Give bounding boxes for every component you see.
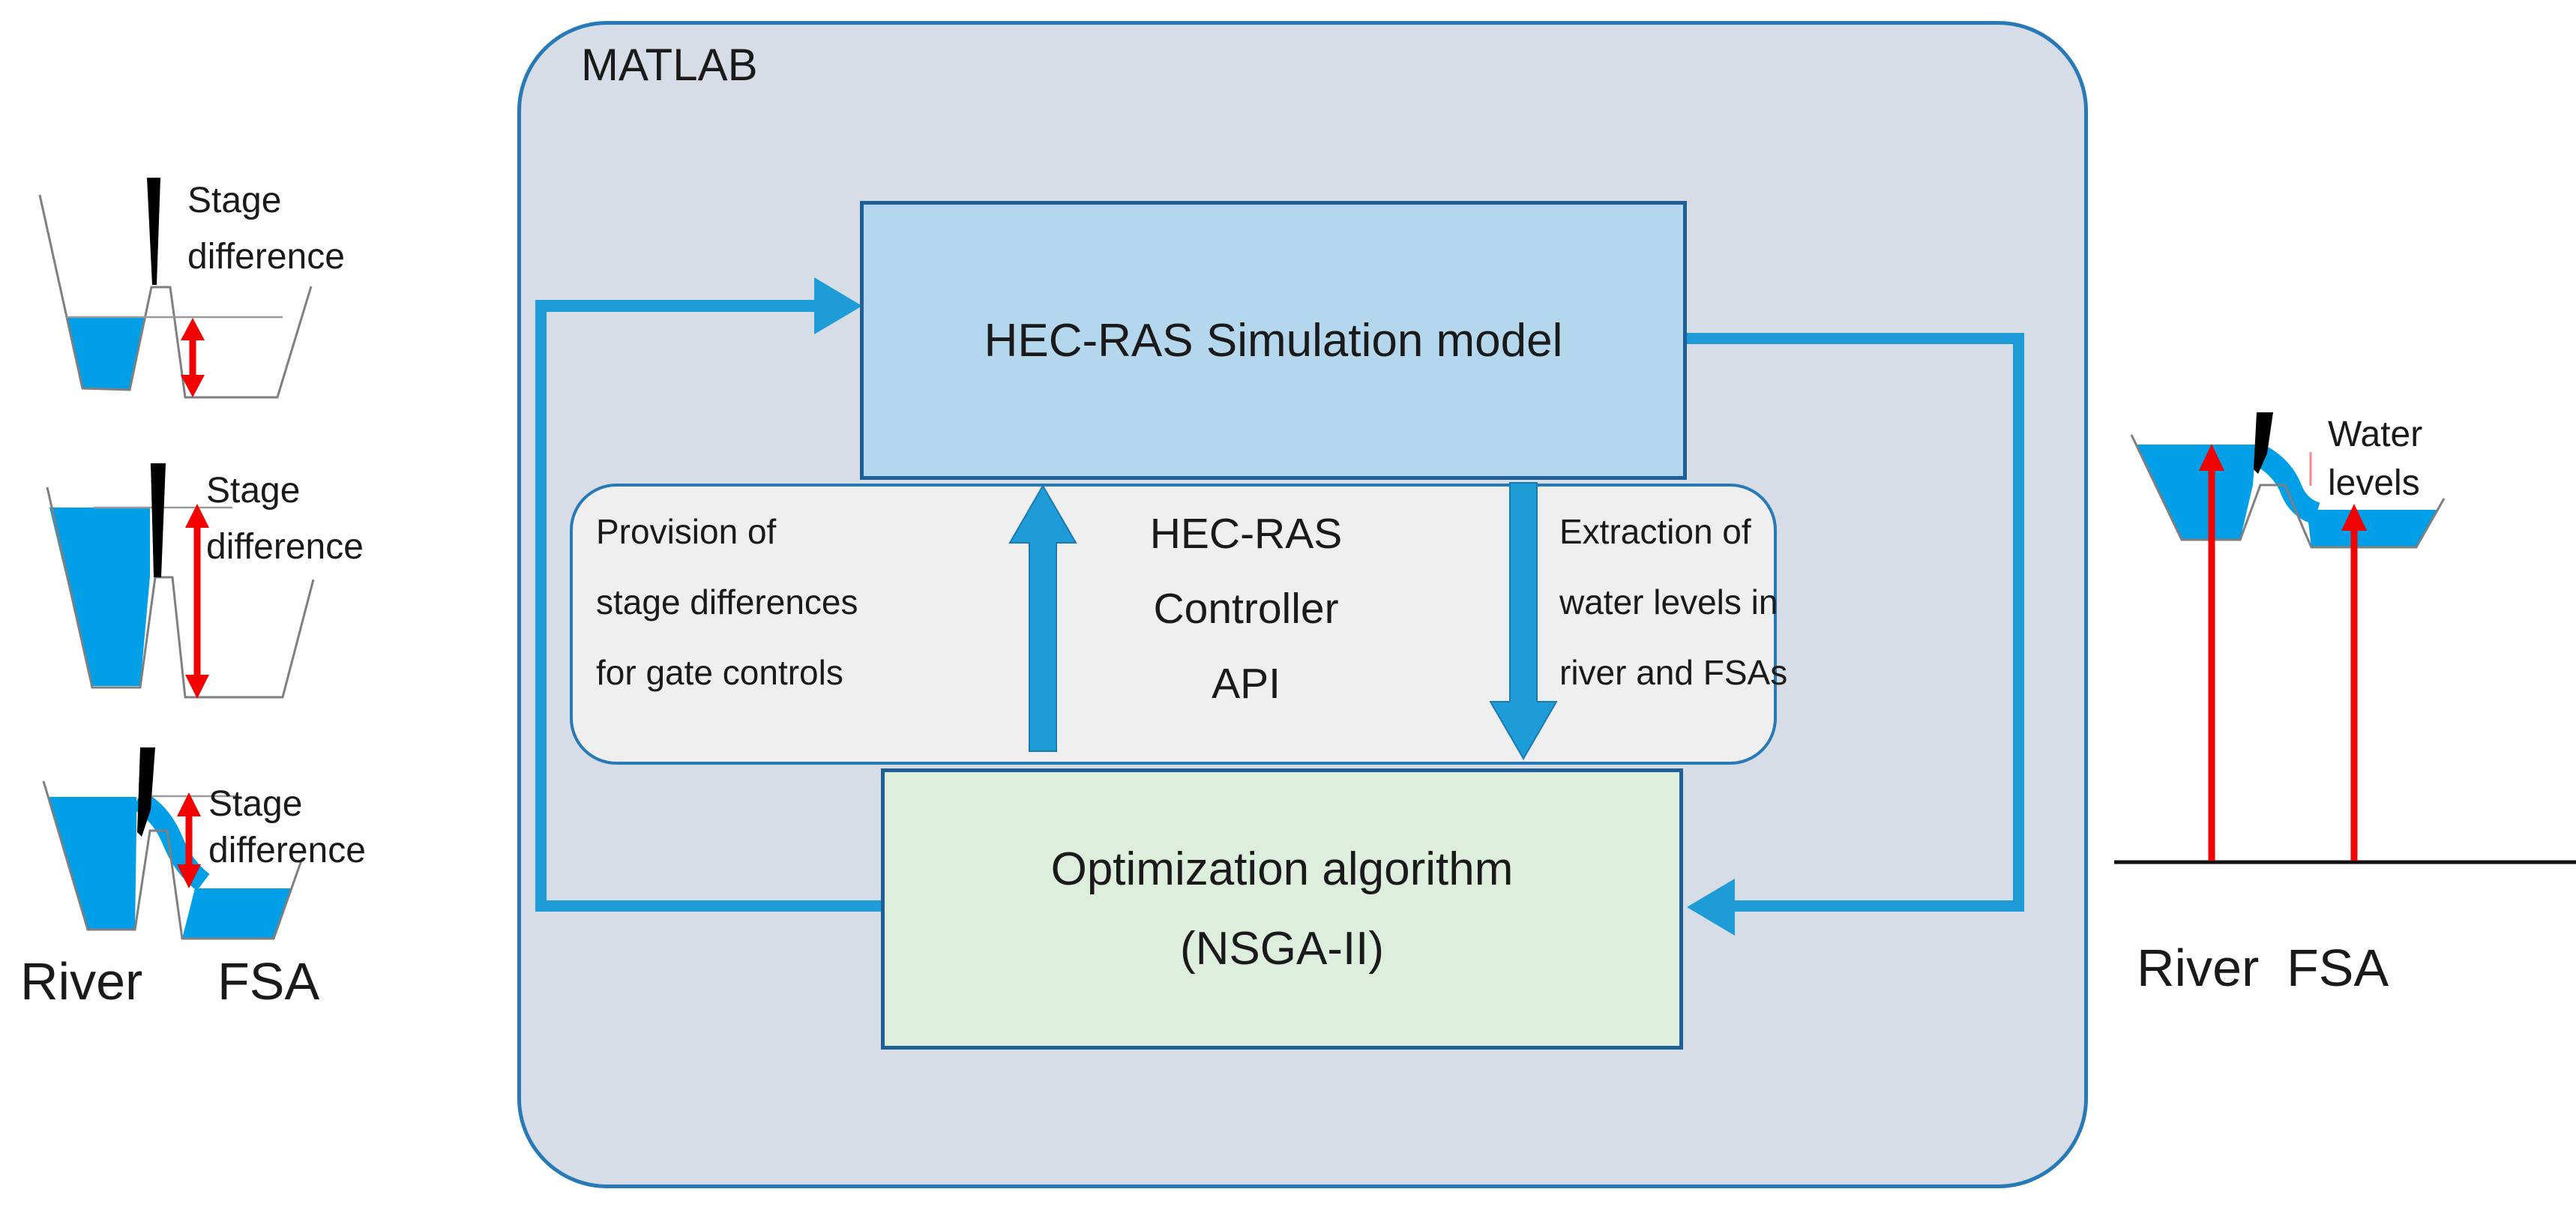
river-water — [2136, 445, 2256, 540]
stage-difference-diagram-3: Stage difference River FSA — [20, 747, 366, 1011]
left-feedback-line-bottom — [535, 900, 881, 912]
extraction-note-line3: river and FSAs — [1559, 653, 1788, 692]
stage-arrow-head-down — [185, 675, 209, 699]
stage-arrow-head-up — [177, 792, 201, 816]
river-water — [49, 508, 150, 686]
water-levels-label-line1: Water — [2328, 415, 2422, 454]
simulation-model-box: HEC-RAS Simulation model — [860, 201, 1687, 480]
stage-difference-label-line1: Stage — [206, 471, 300, 511]
controller-api-title-line3: API — [1212, 660, 1281, 708]
stage-arrow-head-up — [185, 504, 209, 528]
provision-note-line3: for gate controls — [596, 653, 843, 692]
right-feedback-line-vertical — [2013, 333, 2024, 912]
channel-outline — [2130, 434, 2446, 549]
channel-outline — [38, 194, 313, 399]
stage-arrow-head-down — [181, 375, 205, 397]
stage-difference-label-line1: Stage — [208, 784, 302, 824]
arrow-line-to-optimization — [1733, 900, 2024, 912]
arrowhead-into-simulation-icon — [814, 277, 862, 334]
river-water — [48, 797, 136, 930]
river-level-arrow-head — [2199, 444, 2224, 471]
optimization-label-line1: Optimization algorithm — [1050, 843, 1514, 895]
stage-difference-label-line2: difference — [208, 831, 366, 870]
down-block-arrow-icon — [1489, 482, 1558, 760]
stage-difference-label-line2: difference — [187, 237, 345, 277]
water-levels-label-line2: levels — [2328, 463, 2420, 503]
arrow-line-to-simulation — [535, 300, 816, 312]
controller-api-title: HEC-RAS Controller API — [1089, 496, 1403, 721]
stage-difference-label-line2: difference — [206, 527, 364, 567]
channel-outline — [42, 780, 304, 940]
provision-note: Provision of stage differences for gate … — [596, 496, 858, 708]
controller-api-title-line2: Controller — [1153, 585, 1339, 633]
channel-outline — [46, 487, 315, 699]
right-feedback-line-top — [1687, 333, 2024, 344]
provision-note-line1: Provision of — [596, 512, 777, 551]
fsa-water — [2307, 510, 2437, 547]
river-label: River — [2137, 939, 2259, 997]
gate-icon — [151, 463, 166, 577]
gate-icon — [147, 178, 160, 285]
controller-api-title-line1: HEC-RAS — [1149, 510, 1343, 558]
extraction-note-line2: water levels in — [1559, 583, 1778, 621]
fsa-level-arrow-head — [2341, 504, 2367, 531]
optimization-label-line2: (NSGA-II) — [1179, 922, 1385, 975]
left-feedback-line-vertical — [535, 300, 547, 912]
stage-arrow-head-up — [181, 318, 205, 340]
gate-icon — [137, 747, 155, 837]
spill-flow — [2251, 443, 2321, 525]
extraction-note: Extraction of water levels in river and … — [1559, 496, 1787, 708]
simulation-model-label: HEC-RAS Simulation model — [984, 314, 1563, 367]
gate-icon — [2254, 412, 2273, 474]
extraction-note-line1: Extraction of — [1559, 512, 1751, 551]
water-levels-diagram: Water levels River FSA — [2114, 412, 2576, 997]
controller-api-box — [570, 484, 1777, 765]
stage-arrow-head-down — [177, 864, 201, 888]
stage-difference-diagram-2: Stage difference — [46, 463, 364, 699]
arrowhead-into-optimization-icon — [1687, 879, 1735, 936]
stage-difference-label-line1: Stage — [187, 181, 281, 220]
provision-note-line2: stage differences — [596, 583, 858, 621]
river-label: River — [20, 952, 142, 1011]
matlab-title: MATLAB — [581, 40, 758, 90]
stage-difference-diagram-1: Stage difference — [38, 178, 345, 399]
fsa-label: FSA — [2287, 939, 2389, 997]
fsa-label: FSA — [217, 952, 319, 1011]
optimization-box: Optimization algorithm (NSGA-II) — [881, 768, 1683, 1050]
fsa-water — [182, 888, 292, 939]
up-block-arrow-icon — [1008, 484, 1077, 752]
river-water — [67, 317, 145, 390]
